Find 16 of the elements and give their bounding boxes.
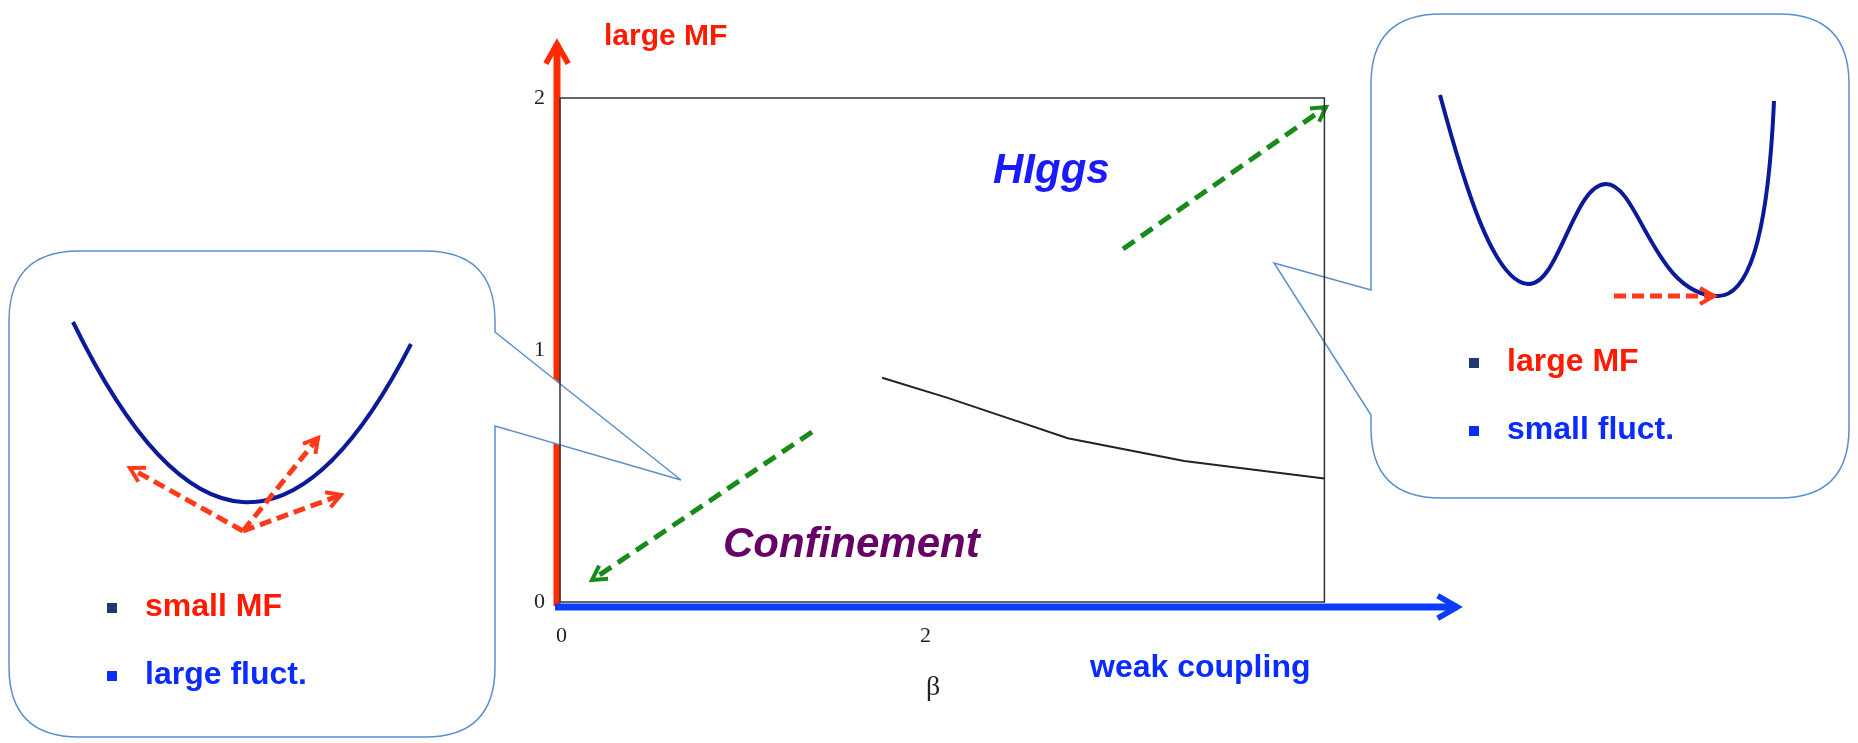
bullet-text: small fluct.	[1507, 412, 1675, 444]
speech-bubble	[1274, 14, 1849, 498]
bullet-text: large MF	[1507, 344, 1639, 376]
region-label: Confinement	[723, 522, 980, 564]
bullet-text: large fluct.	[145, 657, 307, 689]
axis-title: β	[926, 672, 941, 700]
tick-label: 2	[920, 624, 931, 646]
tick-label: 2	[534, 86, 545, 108]
region-label: HIggs	[993, 148, 1110, 190]
tick-label: 1	[534, 338, 545, 360]
tick-label: 0	[556, 624, 567, 646]
tick-label: 0	[534, 590, 545, 612]
axis-title: large MF	[604, 20, 728, 50]
speech-bubble	[9, 251, 681, 737]
axis-title: weak coupling	[1090, 650, 1311, 682]
bullet-text: small MF	[145, 589, 282, 621]
